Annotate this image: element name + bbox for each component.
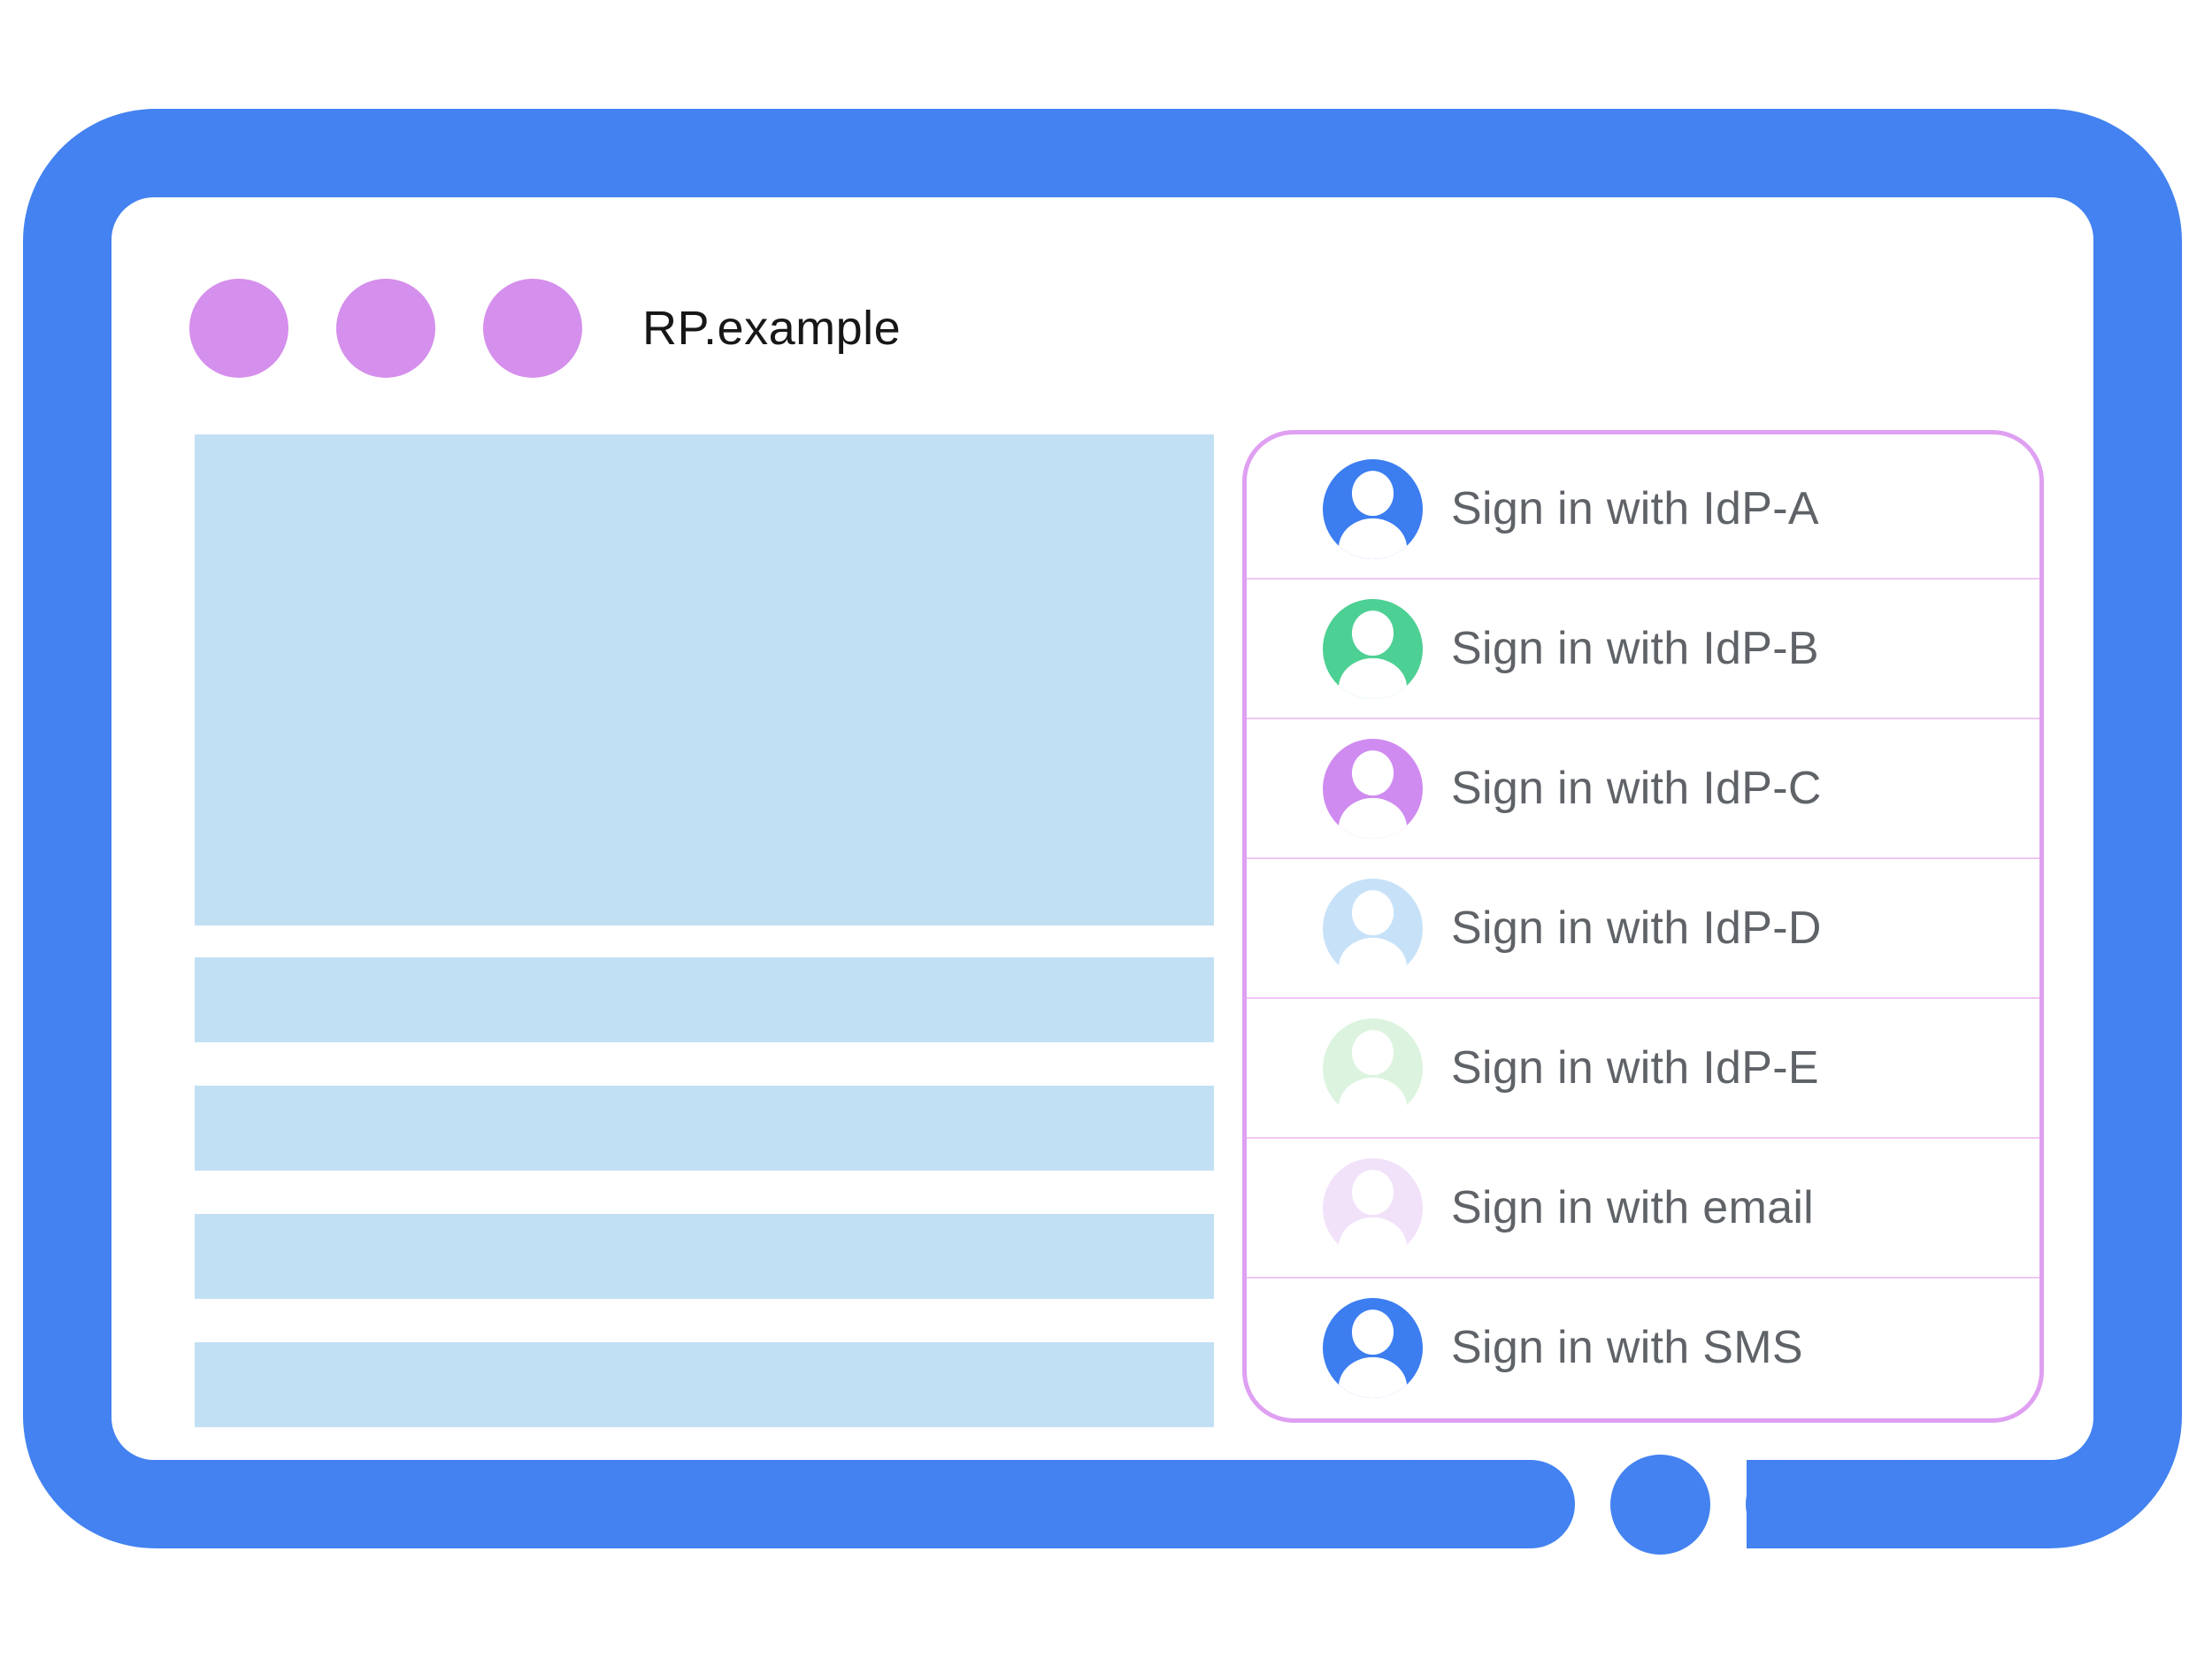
signin-row-label: Sign in with IdP-B (1451, 623, 1819, 674)
window-chrome: RP.example (189, 279, 901, 378)
window-control-dot[interactable] (483, 279, 582, 378)
content-line-placeholder (195, 1086, 1214, 1171)
person-icon (1323, 458, 1423, 559)
window-control-dot[interactable] (336, 279, 435, 378)
signin-row-sign-in-with-idp-a[interactable]: Sign in with IdP-A (1247, 440, 2039, 580)
person-icon (1323, 1018, 1423, 1118)
home-button[interactable] (1610, 1455, 1710, 1555)
signin-row-label: Sign in with email (1451, 1182, 1815, 1233)
signin-row-sign-in-with-email[interactable]: Sign in with email (1247, 1139, 2039, 1279)
signin-row-sign-in-with-idp-e[interactable]: Sign in with IdP-E (1247, 999, 2039, 1139)
hero-content-placeholder (195, 434, 1214, 926)
window-control-dot[interactable] (189, 279, 288, 378)
person-icon (1323, 738, 1423, 839)
signin-row-sign-in-with-idp-b[interactable]: Sign in with IdP-B (1247, 580, 2039, 719)
signin-row-label: Sign in with IdP-A (1451, 483, 1819, 534)
window-controls (189, 279, 630, 378)
content-line-placeholder (195, 1214, 1214, 1299)
signin-row-label: Sign in with SMS (1451, 1322, 1803, 1373)
content-line-placeholder (195, 957, 1214, 1042)
person-icon (1323, 598, 1423, 699)
signin-row-sign-in-with-idp-c[interactable]: Sign in with IdP-C (1247, 719, 2039, 859)
signin-row-label: Sign in with IdP-C (1451, 763, 1822, 814)
signin-row-sign-in-with-idp-d[interactable]: Sign in with IdP-D (1247, 859, 2039, 999)
signin-row-sign-in-with-sms[interactable]: Sign in with SMS (1247, 1279, 2039, 1417)
person-icon (1323, 878, 1423, 979)
device-bottom-bar-right-cap (1746, 1460, 1940, 1548)
person-icon (1323, 1157, 1423, 1258)
page-title: RP.example (642, 302, 902, 355)
signin-row-label: Sign in with IdP-D (1451, 902, 1822, 954)
person-icon (1323, 1297, 1423, 1398)
signin-panel: Sign in with IdP-A Sign in with IdP-B Si (1242, 430, 2044, 1423)
device-bottom-bar-left-cap (1380, 1460, 1575, 1548)
signin-row-label: Sign in with IdP-E (1451, 1042, 1819, 1094)
content-bars (195, 957, 1214, 1471)
content-line-placeholder (195, 1342, 1214, 1427)
